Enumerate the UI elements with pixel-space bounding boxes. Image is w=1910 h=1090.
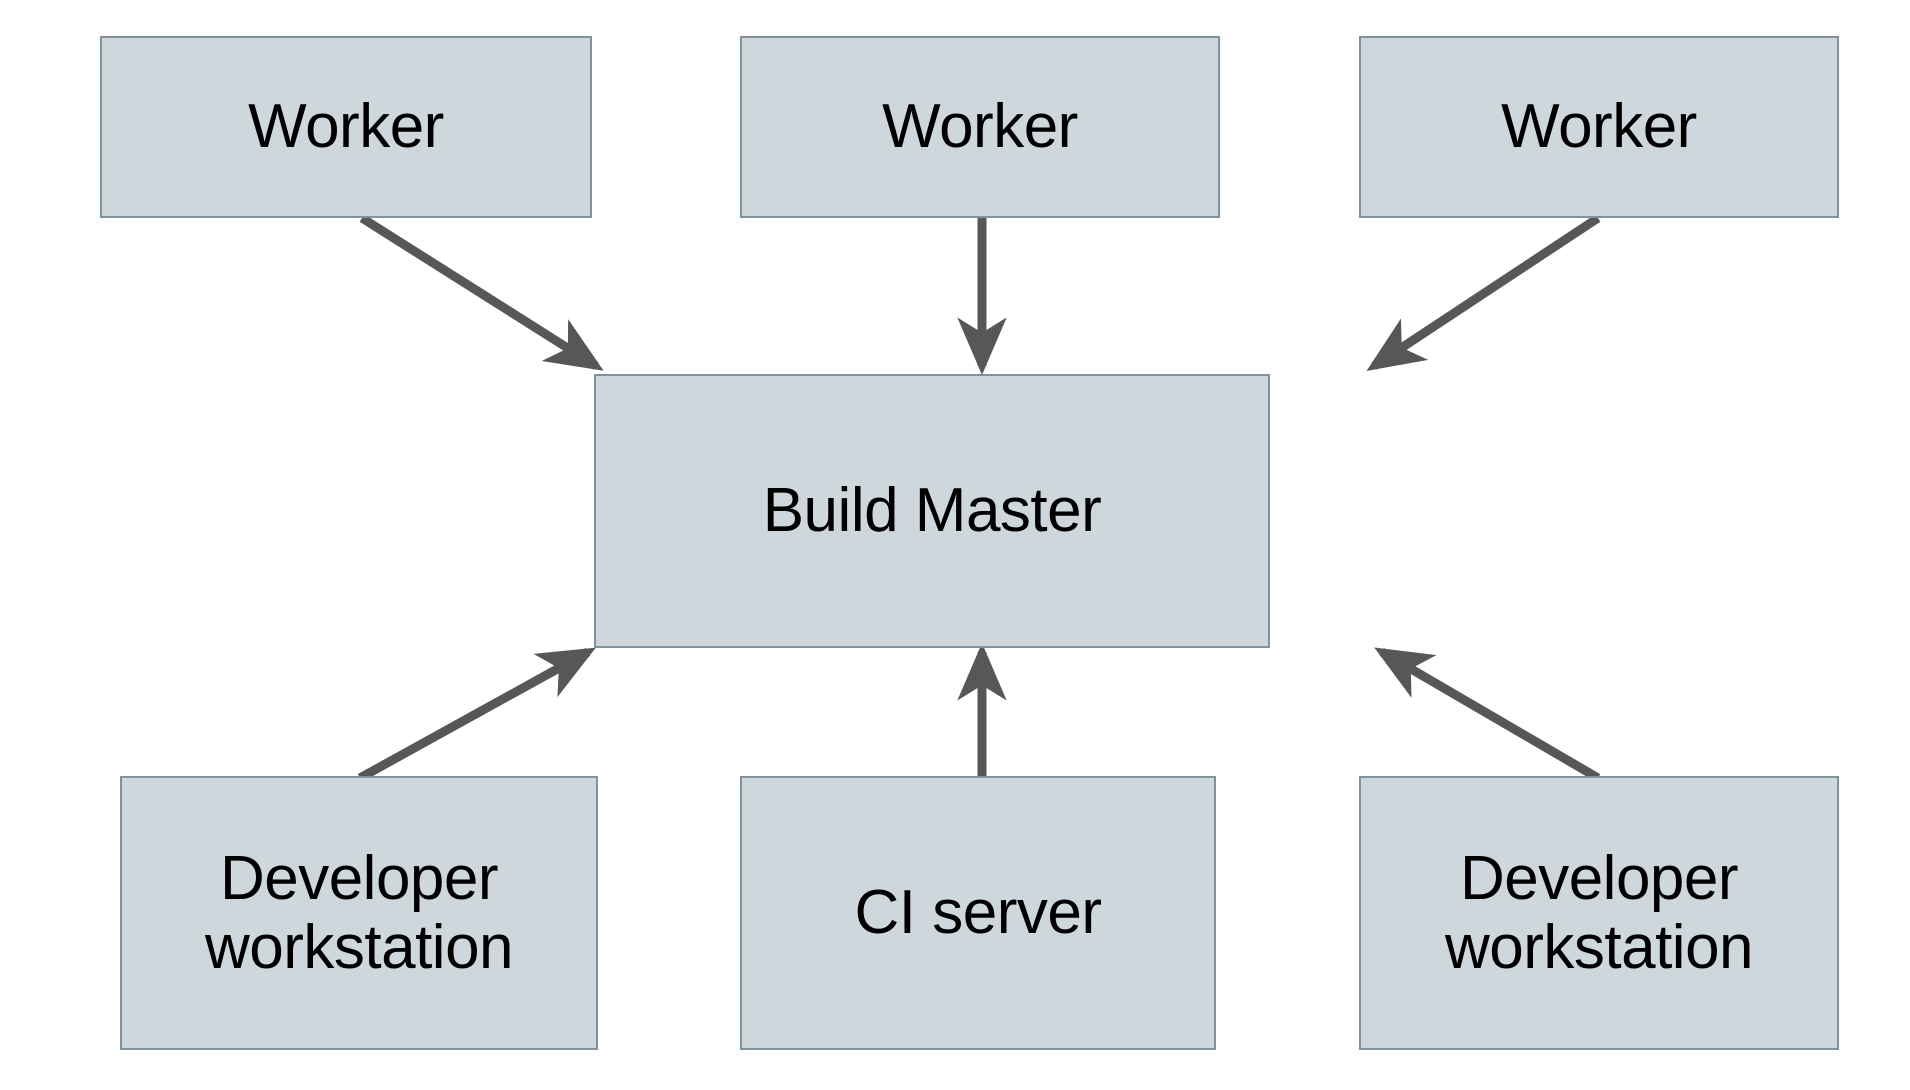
node-worker-1[interactable]: Worker <box>100 36 592 218</box>
node-worker-2-label: Worker <box>882 92 1078 162</box>
node-build-master-label: Build Master <box>762 476 1102 546</box>
edge-worker1-to-master <box>359 214 604 371</box>
node-worker-3-label: Worker <box>1501 92 1697 162</box>
node-worker-3[interactable]: Worker <box>1359 36 1839 218</box>
edge-devleft-to-master <box>357 647 596 782</box>
edge-devright-to-master <box>1374 647 1601 782</box>
node-worker-2[interactable]: Worker <box>740 36 1220 218</box>
node-dev-workstation-right[interactable]: Developer workstation <box>1359 776 1839 1050</box>
edge-worker3-to-master <box>1366 214 1601 371</box>
node-dev-workstation-right-label: Developer workstation <box>1444 843 1754 982</box>
node-build-master[interactable]: Build Master <box>594 374 1270 648</box>
node-dev-workstation-left-label: Developer workstation <box>204 843 514 982</box>
node-dev-workstation-left[interactable]: Developer workstation <box>120 776 598 1050</box>
node-ci-server-label: CI server <box>854 878 1102 948</box>
node-worker-1-label: Worker <box>248 92 444 162</box>
node-ci-server[interactable]: CI server <box>740 776 1216 1050</box>
